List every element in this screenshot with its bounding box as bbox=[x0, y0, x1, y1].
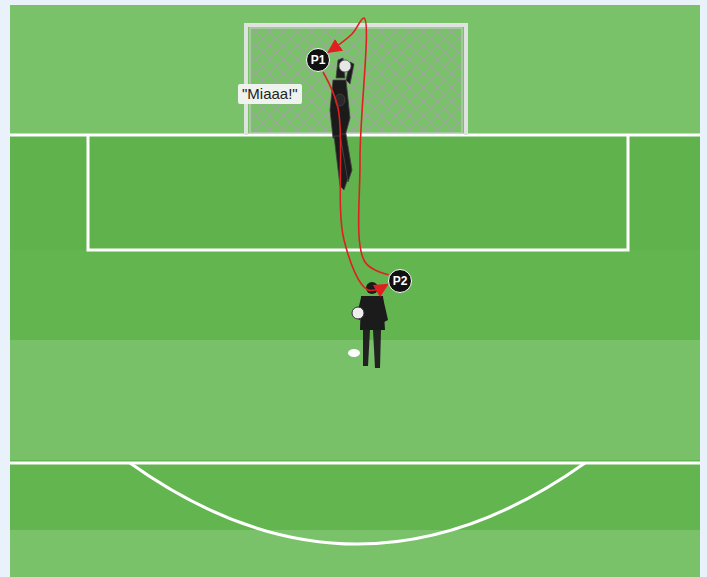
goal bbox=[246, 25, 466, 135]
player-label: P2 bbox=[393, 275, 408, 287]
player-marker: P2 bbox=[388, 269, 412, 293]
pitch-stripe bbox=[10, 460, 700, 530]
penalty-arc bbox=[130, 463, 585, 544]
ball-path-arrow bbox=[328, 18, 388, 275]
shout-label: "Miaaa!" bbox=[238, 84, 302, 104]
ball-path-arrow bbox=[323, 72, 387, 291]
player-label: P1 bbox=[311, 54, 326, 66]
goal-area-line bbox=[88, 135, 628, 250]
player-figure bbox=[352, 282, 388, 368]
pitch-ground bbox=[10, 5, 700, 577]
pitch-stripe bbox=[10, 250, 700, 340]
player-marker: P1 bbox=[306, 48, 330, 72]
goalkeeper-figure bbox=[330, 58, 354, 190]
pitch-stripe bbox=[10, 340, 700, 460]
penalty-spot bbox=[348, 349, 360, 357]
goal-line bbox=[10, 134, 700, 137]
pitch-stripe bbox=[10, 135, 700, 250]
penalty-area-line bbox=[10, 462, 700, 465]
